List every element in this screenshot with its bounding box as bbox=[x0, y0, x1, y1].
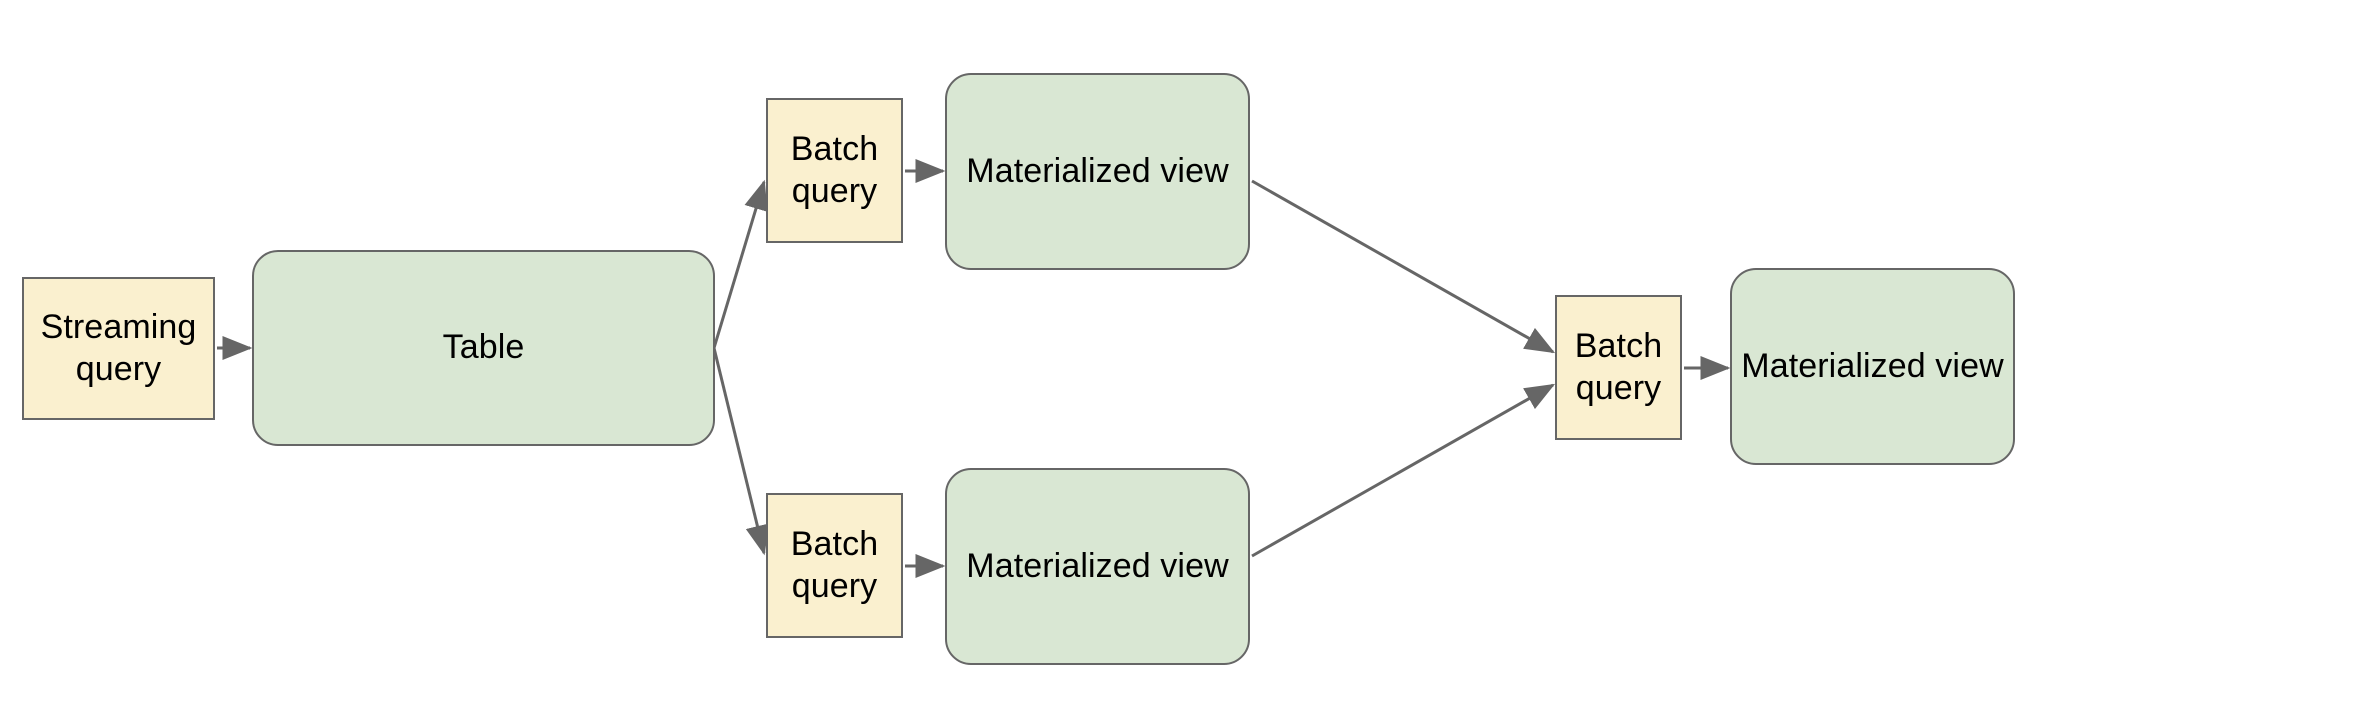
node-batch-query-top[interactable]: Batch query bbox=[766, 98, 903, 243]
edge-mv-top-to-batch-final bbox=[1251, 179, 1556, 354]
node-table[interactable]: Table bbox=[252, 250, 715, 446]
node-materialized-view-final-label: Materialized view bbox=[1741, 346, 2004, 385]
node-materialized-view-bottom[interactable]: Materialized view bbox=[945, 468, 1250, 665]
node-streaming-query[interactable]: Streaming query bbox=[22, 277, 215, 420]
node-batch-query-top-label: Batch query bbox=[790, 130, 879, 210]
node-batch-query-bottom[interactable]: Batch query bbox=[766, 493, 903, 638]
node-materialized-view-bottom-label: Materialized view bbox=[966, 546, 1229, 585]
edge-table-to-batch-top bbox=[712, 179, 768, 349]
node-batch-query-final[interactable]: Batch query bbox=[1555, 295, 1682, 440]
node-streaming-query-label: Streaming query bbox=[40, 308, 197, 388]
node-batch-query-bottom-label: Batch query bbox=[790, 525, 879, 605]
node-table-label: Table bbox=[442, 328, 525, 367]
node-batch-query-final-label: Batch query bbox=[1574, 327, 1663, 407]
edge-mv-bottom-to-batch-final bbox=[1251, 383, 1556, 558]
edge-table-to-batch-bottom bbox=[712, 347, 770, 556]
node-materialized-view-top[interactable]: Materialized view bbox=[945, 73, 1250, 270]
node-materialized-view-final[interactable]: Materialized view bbox=[1730, 268, 2015, 465]
node-materialized-view-top-label: Materialized view bbox=[966, 151, 1229, 190]
